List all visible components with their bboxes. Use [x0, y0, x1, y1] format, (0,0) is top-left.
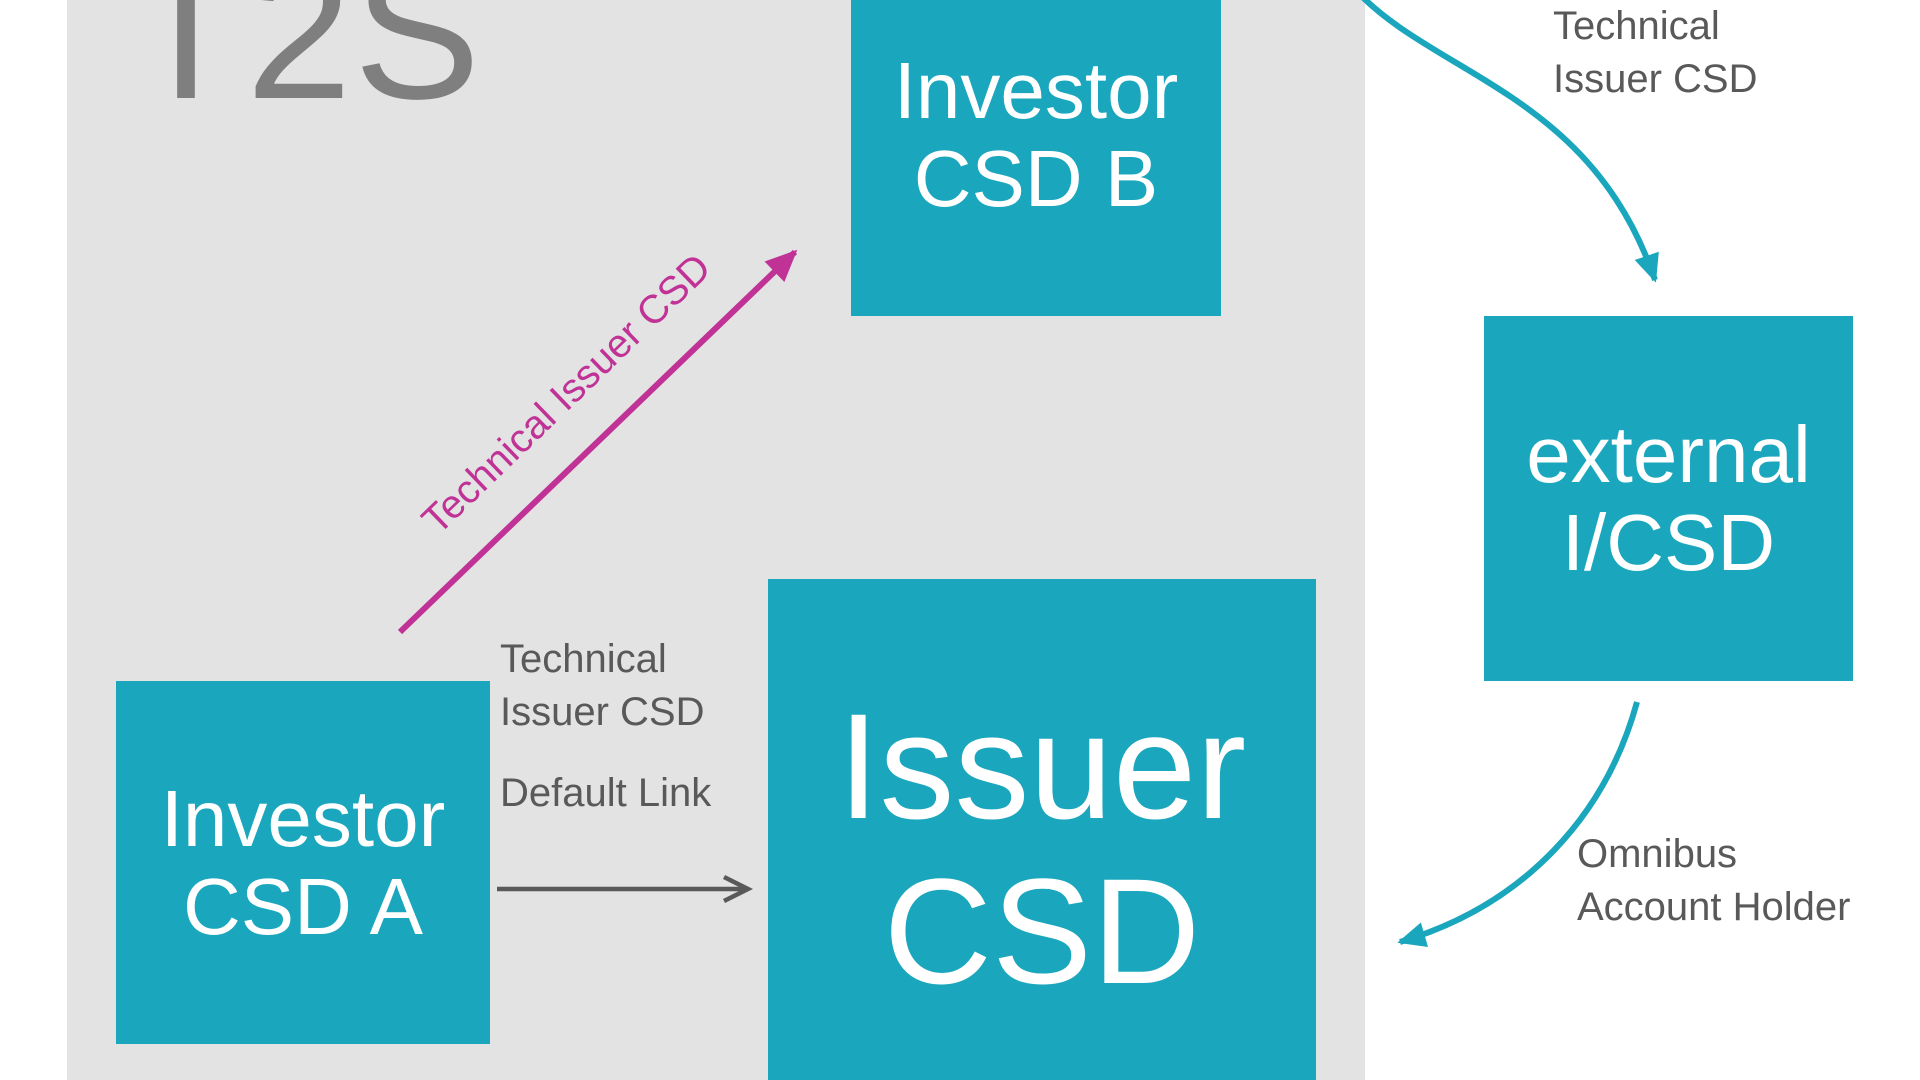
- omnibus-label-line2: Account Holder: [1577, 885, 1851, 930]
- investor-csd-a-label-line1: Investor: [160, 773, 446, 863]
- investor-csd-b-box: Investor CSD B: [851, 0, 1221, 316]
- issuer-csd-label-line1: Issuer: [837, 682, 1247, 850]
- t2s-zone-label: T2S: [128, 0, 483, 139]
- technical-issuer-csd-right-label-line1: Technical: [1553, 4, 1720, 48]
- investor-csd-b-label-line1: Investor: [893, 45, 1179, 135]
- default-link-label: Default Link: [500, 771, 712, 816]
- technical-issuer-csd-right-annotation: Technical Issuer CSD: [1553, 0, 1758, 106]
- default-link-annotation: Technical Issuer CSD Default Link: [500, 633, 711, 821]
- external-icsd-label-line1: external: [1526, 409, 1811, 499]
- issuer-csd-box: Issuer CSD: [768, 579, 1316, 1080]
- omnibus-account-holder-annotation: Omnibus Account Holder: [1577, 828, 1850, 934]
- external-icsd-label-line2: I/CSD: [1561, 497, 1776, 587]
- investor-csd-a-label-line2: CSD A: [182, 861, 424, 951]
- technical-issuer-csd-right-label-line2: Issuer CSD: [1553, 57, 1758, 102]
- investor-csd-a-box: Investor CSD A: [116, 681, 490, 1044]
- technical-issuer-csd-left-label-line1: Technical: [500, 637, 667, 681]
- investor-csd-b-label-line2: CSD B: [913, 133, 1159, 223]
- technical-issuer-csd-left-label-line2: Issuer CSD: [500, 690, 705, 735]
- omnibus-label-line1: Omnibus: [1577, 832, 1738, 876]
- external-icsd-box: external I/CSD: [1484, 316, 1853, 681]
- issuer-csd-label-line2: CSD: [883, 847, 1201, 1015]
